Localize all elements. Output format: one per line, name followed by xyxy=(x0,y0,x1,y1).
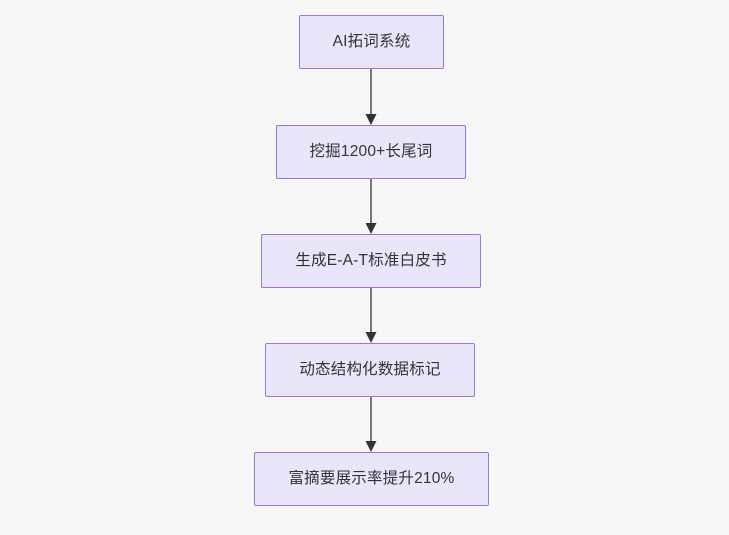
node-generate-eat-whitepaper[interactable]: 生成E-A-T标准白皮书 xyxy=(261,234,481,288)
node-label: 生成E-A-T标准白皮书 xyxy=(295,251,447,269)
node-label: 挖掘1200+长尾词 xyxy=(309,142,433,160)
node-label: 富摘要展示率提升210% xyxy=(288,469,455,487)
node-label: 动态结构化数据标记 xyxy=(299,360,441,378)
node-label: AI拓词系统 xyxy=(332,32,411,50)
node-rich-snippet-rate[interactable]: 富摘要展示率提升210% xyxy=(254,452,489,506)
node-mine-longtail-keywords[interactable]: 挖掘1200+长尾词 xyxy=(276,125,466,179)
node-dynamic-structured-data[interactable]: 动态结构化数据标记 xyxy=(265,343,475,397)
node-ai-keyword-system[interactable]: AI拓词系统 xyxy=(299,15,444,69)
